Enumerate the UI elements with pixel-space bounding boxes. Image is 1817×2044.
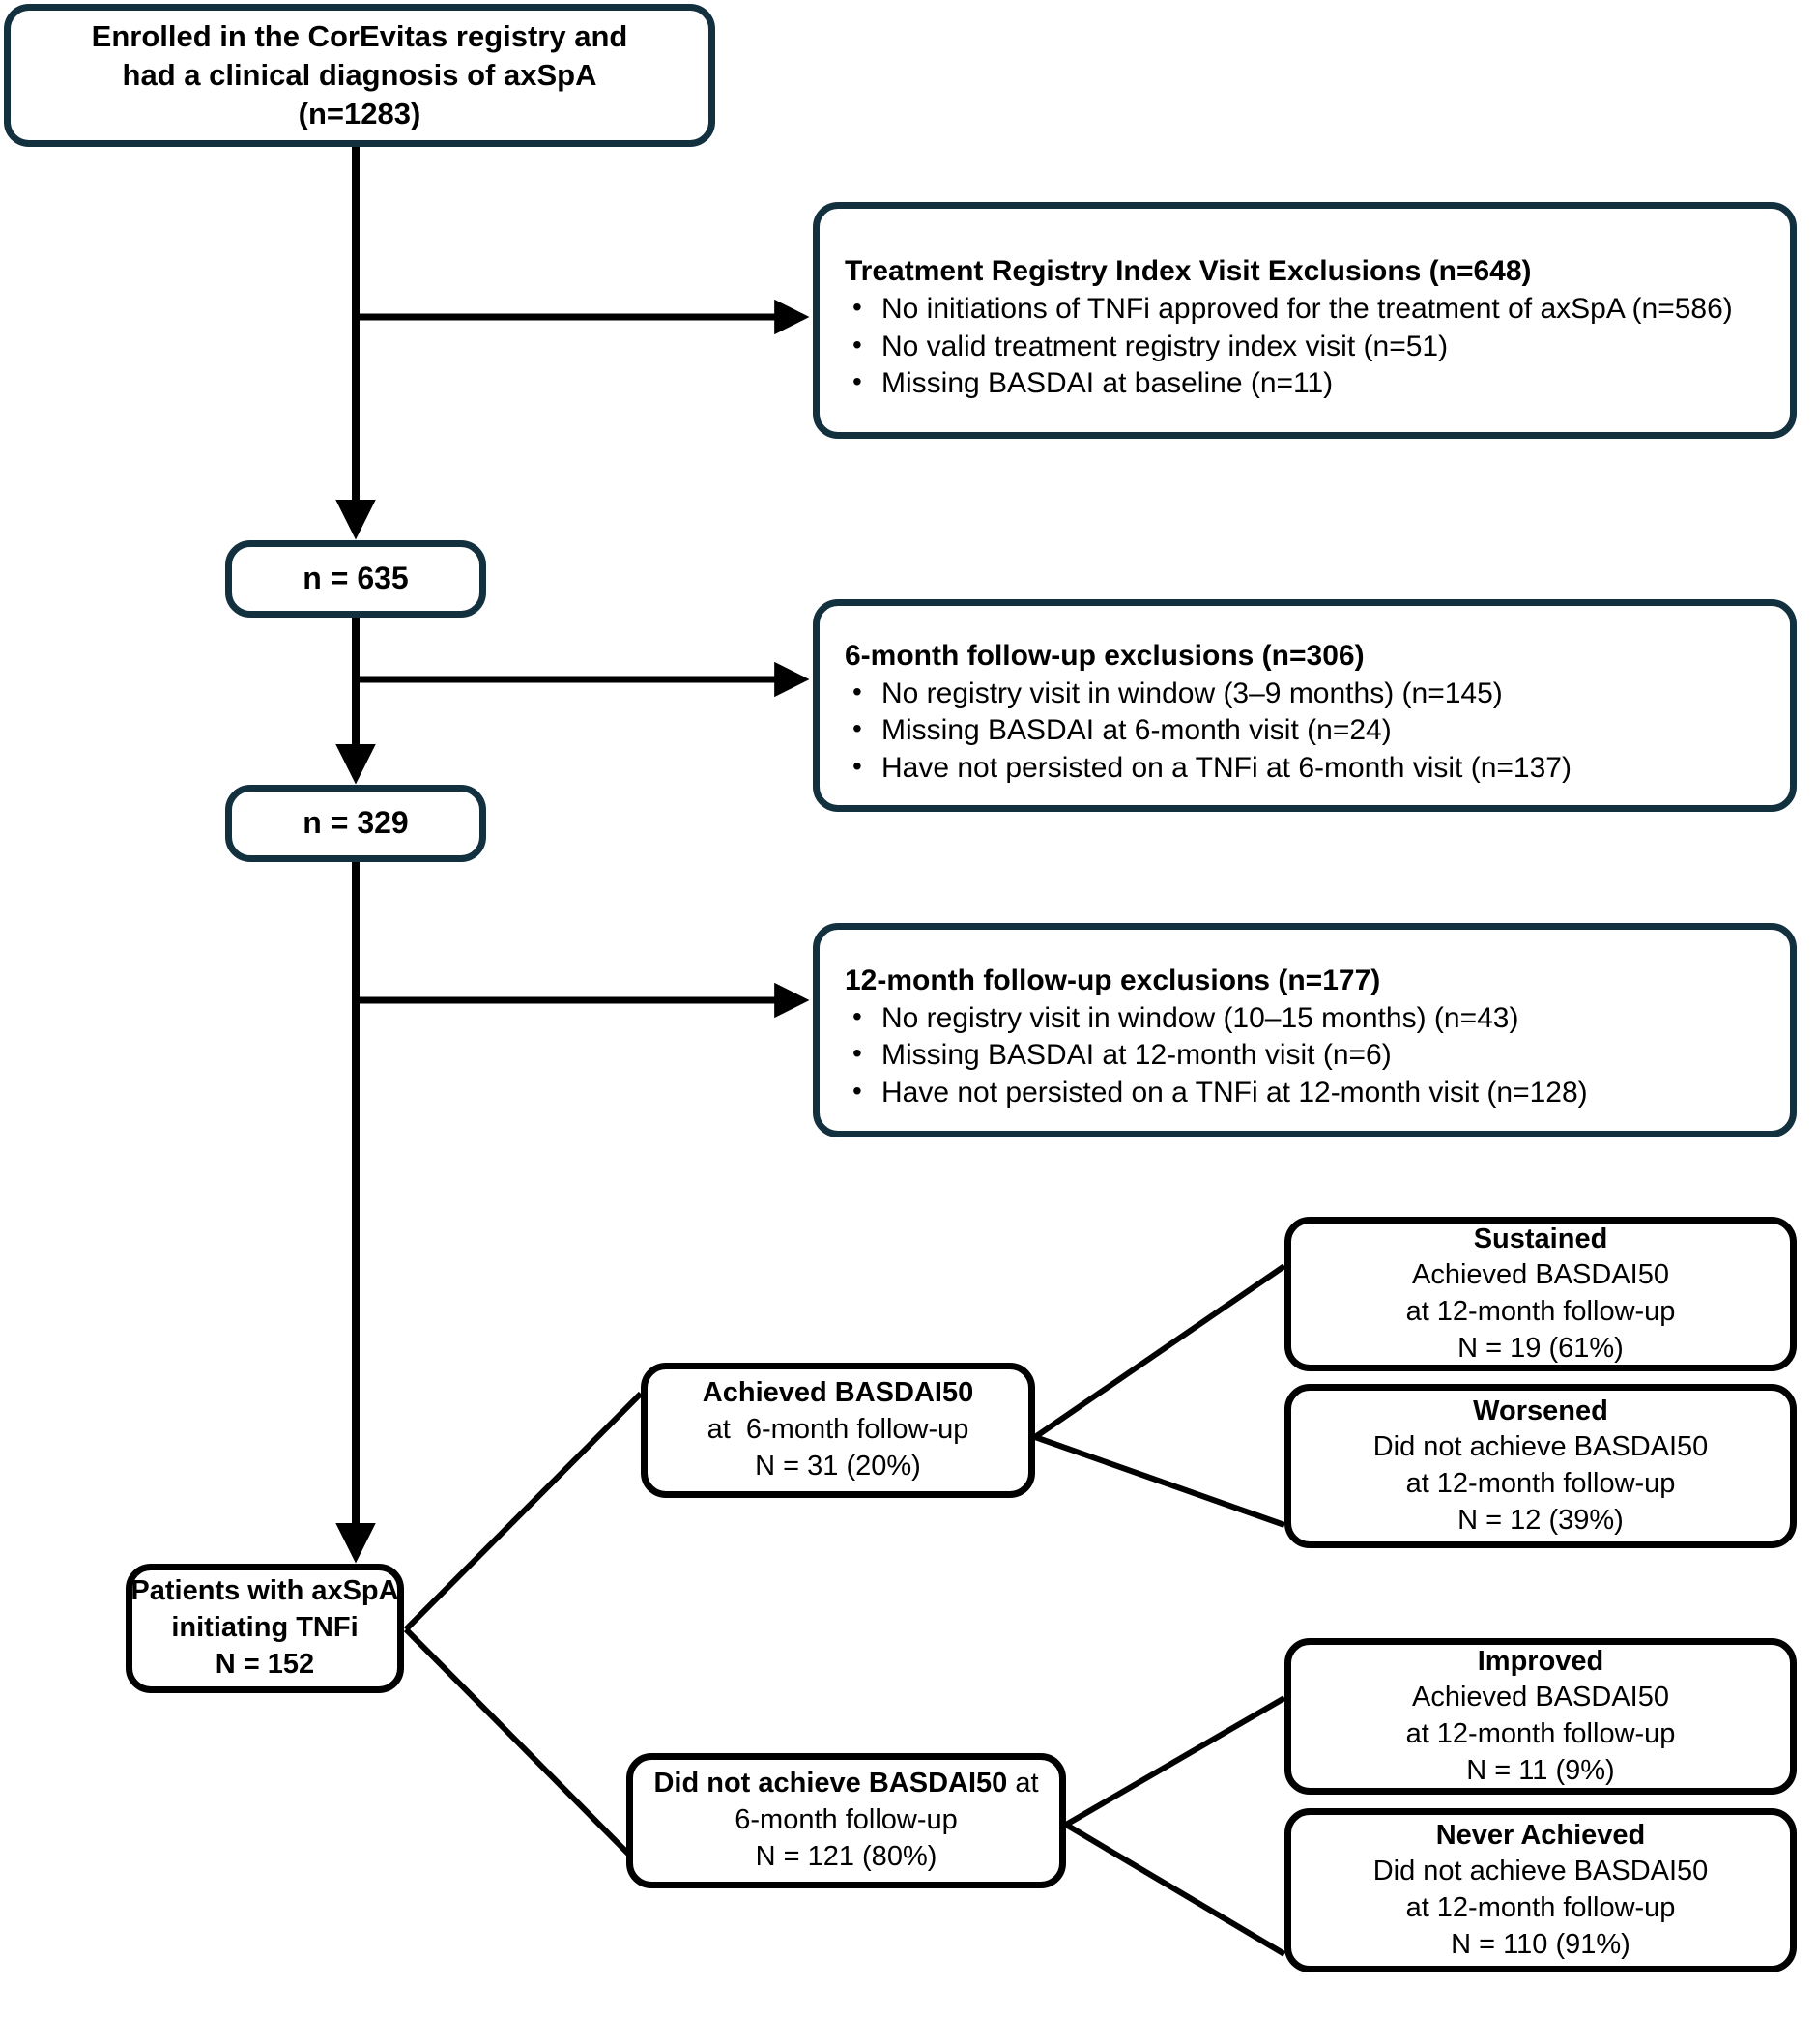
connector-achieved6-to-sustained (1033, 1263, 1286, 1440)
exclusions-index-title: Treatment Registry Index Visit Exclusion… (845, 255, 1532, 288)
never-achieved-line-3: at 12-month follow-up (1405, 1892, 1676, 1923)
node-worsened: Worsened Did not achieve BASDAI50 at 12-… (1284, 1384, 1797, 1548)
patients-line-3: N = 152 (215, 1648, 315, 1680)
exclusions-12month-title: 12-month follow-up exclusions (n=177) (845, 964, 1381, 996)
notachieved6-line-1-suffix: at (1007, 1768, 1039, 1799)
node-n329: n = 329 (225, 785, 486, 862)
exclusions-6month-list: No registry visit in window (3–9 months)… (845, 675, 1765, 787)
worsened-line-3: at 12-month follow-up (1405, 1468, 1676, 1499)
connector-notachieved6-to-improved (1064, 1695, 1286, 1828)
list-item: No registry visit in window (10–15 month… (845, 999, 1765, 1037)
notachieved6-line-1-bold: Did not achieve BASDAI50 (653, 1768, 1008, 1799)
connector-patients-to-achieved6 (403, 1391, 644, 1632)
improved-line-4: N = 11 (9%) (1466, 1754, 1615, 1786)
exclusions-index-list: No initiations of TNFi approved for the … (845, 290, 1765, 402)
node-exclusions-12month: 12-month follow-up exclusions (n=177) No… (813, 923, 1797, 1137)
achieved6-line-3: N = 31 (20%) (755, 1450, 921, 1482)
connector-achieved6-to-worsened (1034, 1434, 1285, 1528)
n329-label: n = 329 (303, 805, 409, 841)
never-achieved-line-2: Did not achieve BASDAI50 (1372, 1856, 1709, 1887)
node-not-achieved-basdai50-6month: Did not achieve BASDAI50 at 6-month foll… (626, 1753, 1066, 1888)
sustained-line-2: Achieved BASDAI50 (1412, 1259, 1669, 1291)
enrolled-line-1: Enrolled in the CorEvitas registry and (91, 18, 628, 53)
notachieved6-line-1: Did not achieve BASDAI50 at (653, 1766, 1038, 1802)
achieved6-line-1: Achieved BASDAI50 (702, 1377, 974, 1409)
achieved6-line-2: at 6-month follow-up (707, 1414, 969, 1446)
worsened-line-2: Did not achieve BASDAI50 (1372, 1431, 1709, 1463)
worsened-line-4: N = 12 (39%) (1457, 1504, 1624, 1536)
list-item: Have not persisted on a TNFi at 12-month… (845, 1074, 1765, 1111)
enrolled-line-2: had a clinical diagnosis of axSpA (122, 57, 597, 92)
sustained-line-4: N = 19 (61%) (1457, 1332, 1624, 1364)
enrolled-line-3: (n=1283) (298, 97, 421, 131)
exclusions-6month-title: 6-month follow-up exclusions (n=306) (845, 639, 1365, 672)
patients-line-1: Patients with axSpA (130, 1575, 399, 1607)
node-exclusions-6month: 6-month follow-up exclusions (n=306) No … (813, 599, 1797, 812)
list-item: Have not persisted on a TNFi at 6-month … (845, 749, 1765, 787)
list-item: Missing BASDAI at 12-month visit (n=6) (845, 1036, 1765, 1074)
node-improved: Improved Achieved BASDAI50 at 12-month f… (1284, 1638, 1797, 1795)
connector-patients-to-notachieved6 (403, 1627, 633, 1858)
node-sustained: Sustained Achieved BASDAI50 at 12-month … (1284, 1217, 1797, 1371)
improved-title: Improved (1477, 1645, 1604, 1677)
list-item: No registry visit in window (3–9 months)… (845, 675, 1765, 712)
node-achieved-basdai50-6month: Achieved BASDAI50 at 6-month follow-up N… (641, 1363, 1035, 1498)
notachieved6-line-3: N = 121 (80%) (755, 1840, 937, 1872)
improved-line-2: Achieved BASDAI50 (1412, 1682, 1669, 1713)
node-patients-initiating-tnfi: Patients with axSpA initiating TNFi N = … (126, 1564, 404, 1693)
never-achieved-line-4: N = 110 (91%) (1451, 1928, 1630, 1960)
notachieved6-line-2: 6-month follow-up (735, 1804, 958, 1836)
list-item: Missing BASDAI at baseline (n=11) (845, 364, 1765, 402)
n635-label: n = 635 (303, 561, 409, 596)
node-enrolled: Enrolled in the CorEvitas registry and h… (4, 4, 715, 147)
list-item: Missing BASDAI at 6-month visit (n=24) (845, 711, 1765, 749)
node-n635: n = 635 (225, 540, 486, 618)
list-item: No initiations of TNFi approved for the … (845, 290, 1765, 328)
connector-notachieved6-to-never (1064, 1822, 1286, 1957)
node-exclusions-index-visit: Treatment Registry Index Visit Exclusion… (813, 202, 1797, 439)
sustained-title: Sustained (1473, 1223, 1608, 1254)
never-achieved-title: Never Achieved (1435, 1819, 1646, 1851)
exclusions-12month-list: No registry visit in window (10–15 month… (845, 999, 1765, 1111)
node-never-achieved: Never Achieved Did not achieve BASDAI50 … (1284, 1808, 1797, 1972)
worsened-title: Worsened (1473, 1395, 1608, 1426)
improved-line-3: at 12-month follow-up (1405, 1718, 1676, 1749)
sustained-line-3: at 12-month follow-up (1405, 1296, 1676, 1327)
patients-line-2: initiating TNFi (171, 1612, 359, 1644)
list-item: No valid treatment registry index visit … (845, 328, 1765, 365)
